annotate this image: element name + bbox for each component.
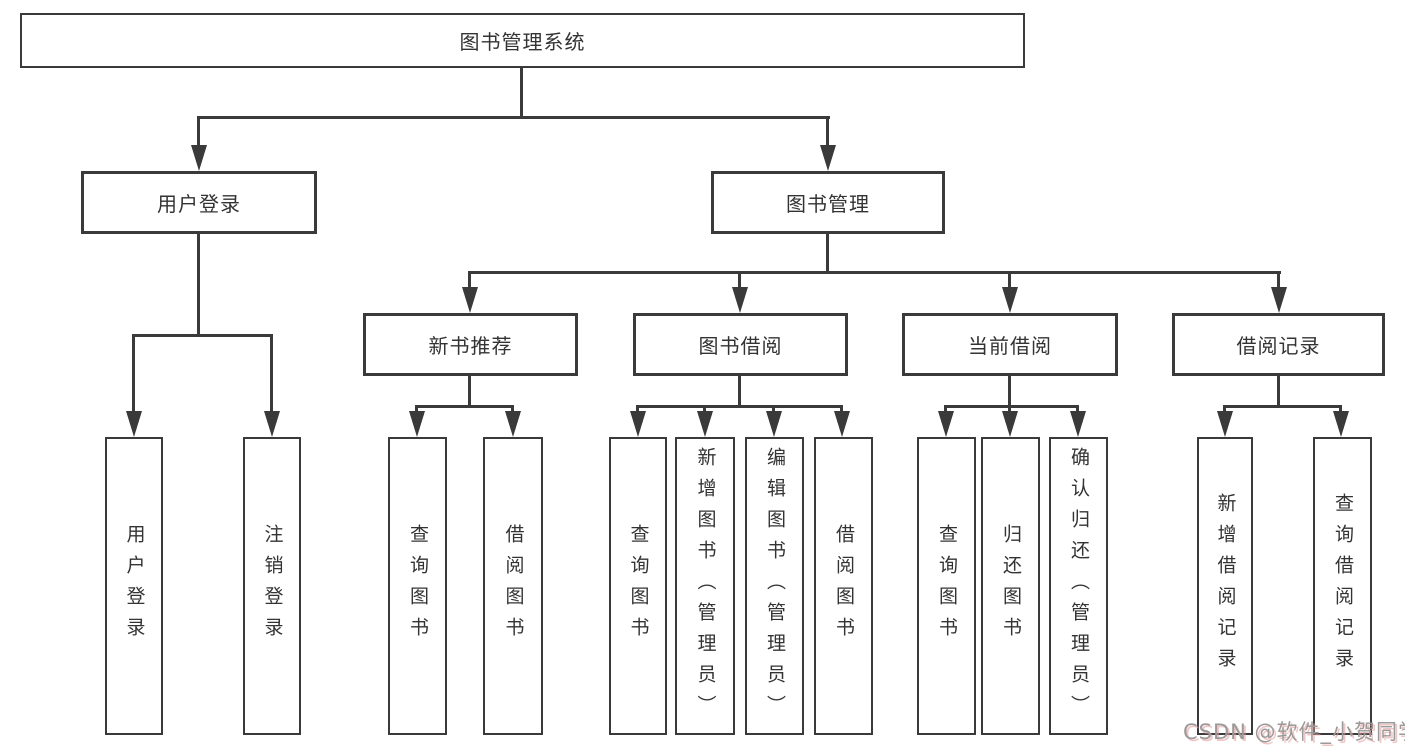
node-leaf-query-books-recommend: 查询图书 — [388, 437, 447, 735]
connector-line — [826, 234, 829, 274]
arrowhead-down-icon — [1271, 287, 1287, 313]
connector-line — [738, 271, 741, 291]
node-new-book-recommendation: 新书推荐 — [363, 313, 578, 376]
connector-line — [1277, 271, 1280, 291]
connector-line — [944, 405, 947, 415]
node-leaf-add-books-admin: 新增图书（管理员） — [675, 437, 735, 735]
node-leaf-query-books-current: 查询图书 — [917, 437, 976, 735]
node-leaf-query-borrow-record: 查询借阅记录 — [1313, 437, 1372, 735]
connector-line — [1076, 405, 1079, 415]
connector-line — [1008, 376, 1011, 407]
arrowhead-down-icon — [409, 411, 425, 437]
node-leaf-query-books-borrowing: 查询图书 — [609, 437, 667, 735]
arrowhead-down-icon — [766, 411, 782, 437]
arrowhead-down-icon — [938, 411, 954, 437]
node-leaf-edit-books-admin: 编辑图书（管理员） — [745, 437, 804, 735]
arrowhead-down-icon — [697, 411, 713, 437]
arrowhead-down-icon — [1002, 411, 1018, 437]
connector-line — [132, 334, 135, 414]
watermark: CSDN @软件_小贺同学 — [1183, 720, 1405, 744]
arrowhead-down-icon — [264, 411, 280, 437]
connector-line — [636, 405, 639, 415]
node-leaf-user-login: 用户登录 — [105, 437, 163, 735]
arrowhead-down-icon — [732, 287, 748, 313]
connector-line — [1008, 271, 1011, 291]
arrowhead-down-icon — [191, 145, 207, 171]
node-current-borrowing: 当前借阅 — [902, 313, 1118, 376]
arrowhead-down-icon — [1002, 287, 1018, 313]
node-leaf-confirm-return-admin: 确认归还（管理员） — [1049, 437, 1108, 735]
connector-line — [270, 334, 273, 414]
node-leaf-add-borrow-record: 新增借阅记录 — [1197, 437, 1253, 735]
connector-line — [468, 271, 471, 291]
arrowhead-down-icon — [1333, 411, 1349, 437]
connector-line — [415, 405, 514, 408]
node-book-borrowing: 图书借阅 — [633, 313, 848, 376]
connector-line — [826, 116, 829, 148]
arrowhead-down-icon — [834, 411, 850, 437]
node-user-login: 用户登录 — [81, 171, 317, 234]
connector-line — [636, 405, 843, 408]
arrowhead-down-icon — [1070, 411, 1086, 437]
node-leaf-return-books: 归还图书 — [981, 437, 1040, 735]
connector-line — [520, 67, 523, 118]
connector-line — [197, 234, 200, 337]
arrowhead-down-icon — [1217, 411, 1233, 437]
connector-line — [198, 116, 830, 119]
node-leaf-borrow-books-recommend: 借阅图书 — [483, 437, 543, 735]
connector-line — [468, 376, 471, 407]
connector-line — [1223, 405, 1342, 408]
node-borrowing-records: 借阅记录 — [1172, 313, 1385, 376]
connector-line — [1339, 405, 1342, 415]
arrowhead-down-icon — [462, 287, 478, 313]
connector-line — [703, 405, 706, 415]
connector-line — [1008, 405, 1011, 415]
node-book-management: 图书管理 — [711, 171, 945, 234]
connector-line — [1223, 405, 1226, 415]
connector-line — [1277, 376, 1280, 407]
connector-line — [197, 116, 200, 148]
arrowhead-down-icon — [126, 411, 142, 437]
arrowhead-down-icon — [505, 411, 521, 437]
node-leaf-logout: 注销登录 — [243, 437, 301, 735]
node-root-library-management-system: 图书管理系统 — [20, 13, 1025, 68]
connector-line — [944, 405, 1079, 408]
connector-line — [840, 405, 843, 415]
node-leaf-borrow-books-borrowing: 借阅图书 — [814, 437, 873, 735]
connector-line — [511, 405, 514, 415]
connector-line — [738, 376, 741, 407]
connector-line — [132, 334, 273, 337]
connector-line — [415, 405, 418, 415]
connector-line — [468, 271, 1281, 274]
connector-line — [772, 405, 775, 415]
arrowhead-down-icon — [630, 411, 646, 437]
arrowhead-down-icon — [820, 145, 836, 171]
